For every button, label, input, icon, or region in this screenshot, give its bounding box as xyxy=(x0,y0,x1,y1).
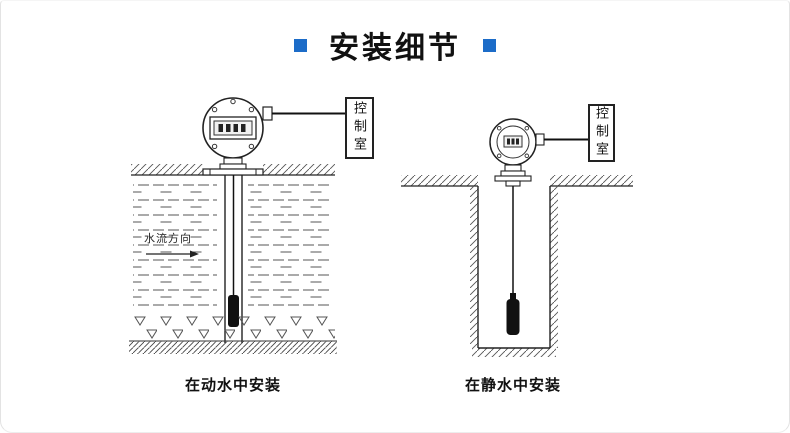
control-room-box-right: 控制室 xyxy=(588,104,615,162)
level-probe-sensor xyxy=(506,299,520,335)
blue-square-right-icon xyxy=(483,38,496,52)
lcd-display-icon xyxy=(209,116,257,140)
control-room-label: 控制室 xyxy=(594,106,609,160)
control-room-label: 控制室 xyxy=(352,101,367,155)
cable-gland-icon xyxy=(535,133,545,146)
left-diagram-caption: 在动水中安装 xyxy=(184,377,281,394)
blue-square-left-icon xyxy=(294,38,307,52)
still-water-pit xyxy=(470,186,558,357)
right-transmitter-device xyxy=(489,118,545,187)
right-installation-diagram xyxy=(401,118,633,357)
left-transmitter-device xyxy=(202,97,273,176)
left-installation-diagram xyxy=(129,97,346,354)
lcd-display-small-icon xyxy=(503,135,523,148)
cable-gland-icon xyxy=(262,106,273,121)
right-sensor-assembly xyxy=(506,186,520,335)
page-title-row: 安装细节 xyxy=(1,23,789,67)
water-surface-marks xyxy=(133,183,332,311)
right-ground xyxy=(401,175,633,187)
flow-direction-arrow-icon xyxy=(146,250,199,258)
right-diagram-caption: 在静水中安装 xyxy=(464,377,561,394)
page-title: 安装细节 xyxy=(329,32,461,65)
control-room-box-left: 控制室 xyxy=(345,97,374,159)
right-mounting-flange xyxy=(494,164,532,187)
left-mounting-flange xyxy=(202,157,264,176)
flow-direction-label: 水流方向 xyxy=(144,233,192,245)
riverbed-sediment xyxy=(129,313,337,354)
